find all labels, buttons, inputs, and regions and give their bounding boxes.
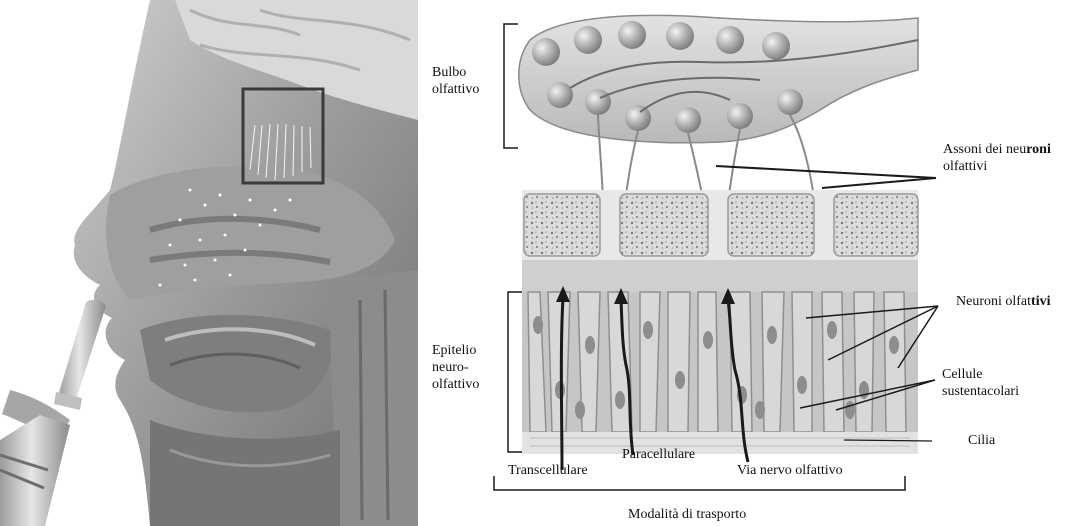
assoni-leader-1 <box>716 166 936 178</box>
bulbo-label: Bulbo olfattivo <box>432 64 479 98</box>
epitelio-bracket <box>508 292 522 452</box>
cellule-label: Cellule sustentacolari <box>942 366 1019 400</box>
assoni-leader-2 <box>822 178 936 188</box>
transcellulare-arrow <box>561 298 563 470</box>
transcellulare-label: Transcellulare <box>508 462 588 479</box>
epitelio-label: Epitelio neuro- olfattivo <box>432 342 479 393</box>
via-nervo-label: Via nervo olfattivo <box>737 462 843 479</box>
modalita-label: Modalità di trasporto <box>628 506 746 523</box>
bulbo-bracket <box>504 24 518 148</box>
olfactory-mucosa-illustration <box>519 15 918 454</box>
assoni-label: Assoni dei neuroni olfattivi <box>943 141 1051 175</box>
paracellulare-label: Paracellulare <box>622 446 695 463</box>
cilia-label: Cilia <box>968 432 995 449</box>
neuroni-label: Neuroni olfattivi <box>956 293 1050 310</box>
